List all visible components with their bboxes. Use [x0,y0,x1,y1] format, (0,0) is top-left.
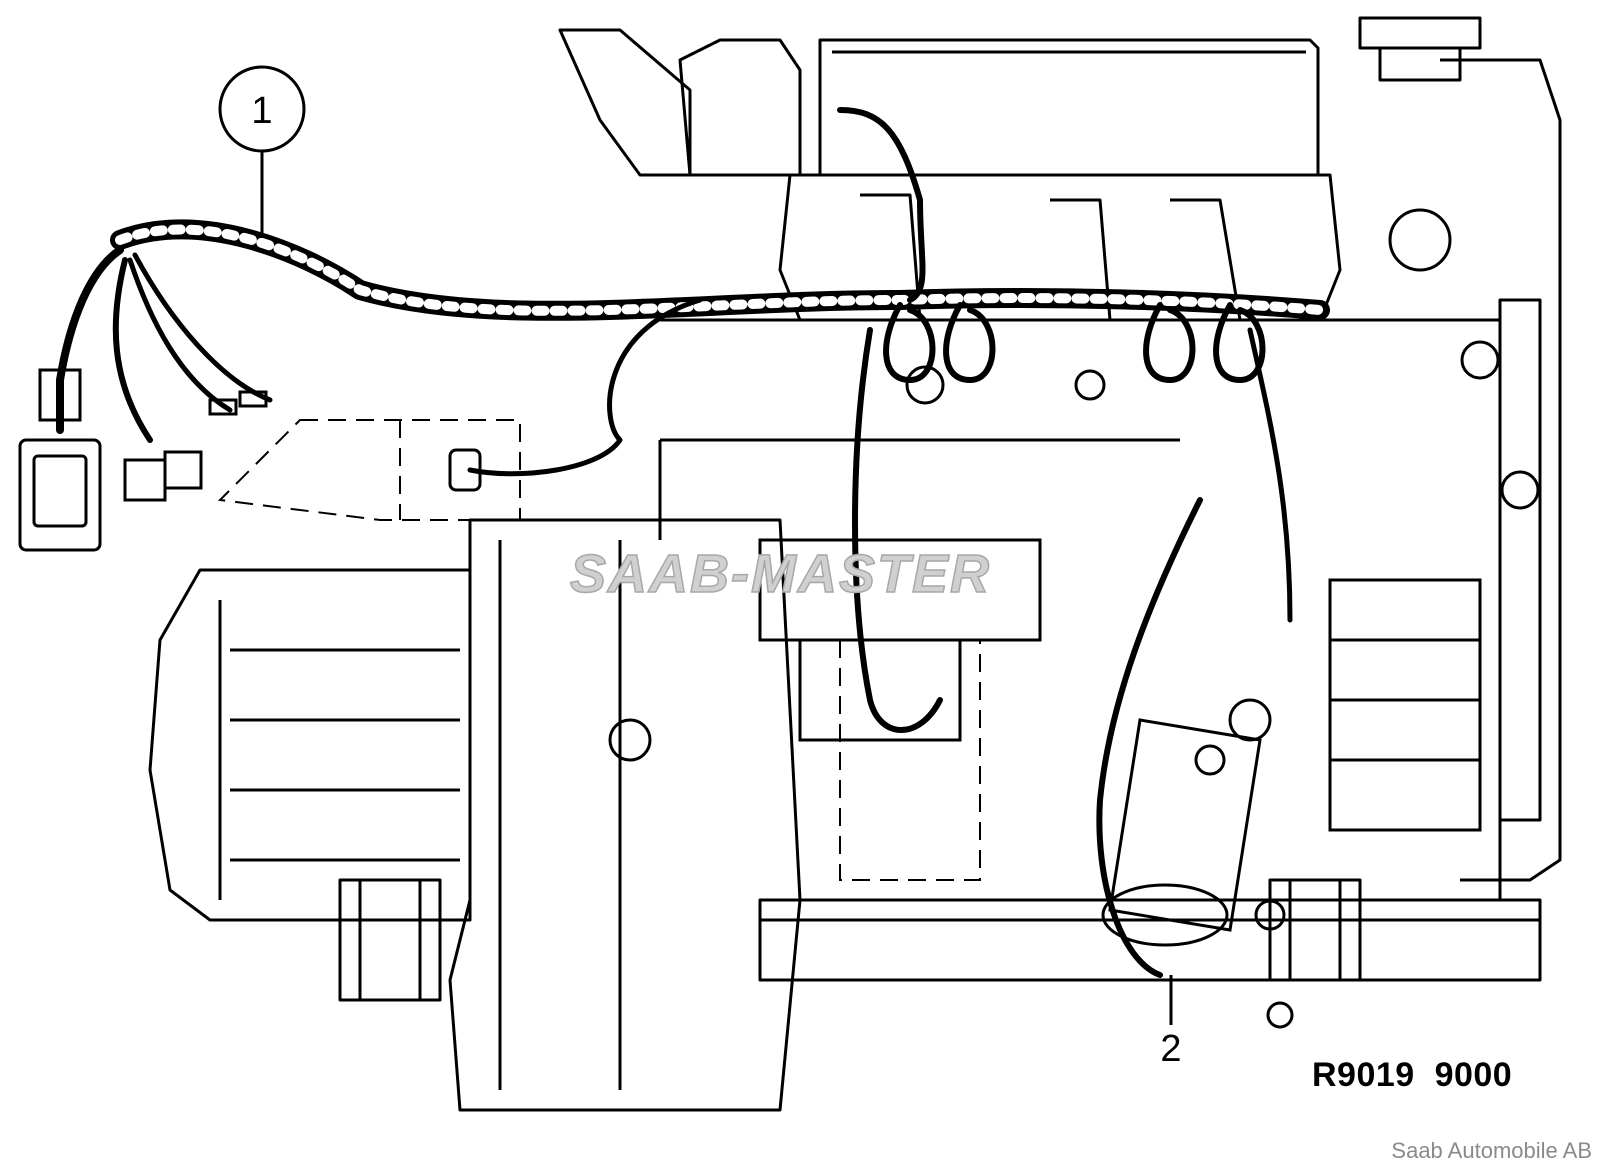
starter-and-alternator [758,538,1482,947]
callout-label: 2 [1160,1028,1181,1070]
callout-1: 1 [218,65,306,238]
reference-code: R9019 9000 [1312,1056,1513,1094]
gearbox-outline [148,518,1362,1112]
engine-block-outline [558,16,1562,982]
callout-2: 2 [1160,975,1182,1070]
callout-label: 1 [251,90,272,132]
watermark: SAAB-MASTER [570,544,991,604]
dashed-hidden-outline [217,419,981,881]
wiring-harness [56,107,1330,978]
bolt-heads [608,208,1540,1029]
harness-connectors [18,368,482,552]
copyright-notice: Saab Automobile AB [1391,1138,1592,1163]
